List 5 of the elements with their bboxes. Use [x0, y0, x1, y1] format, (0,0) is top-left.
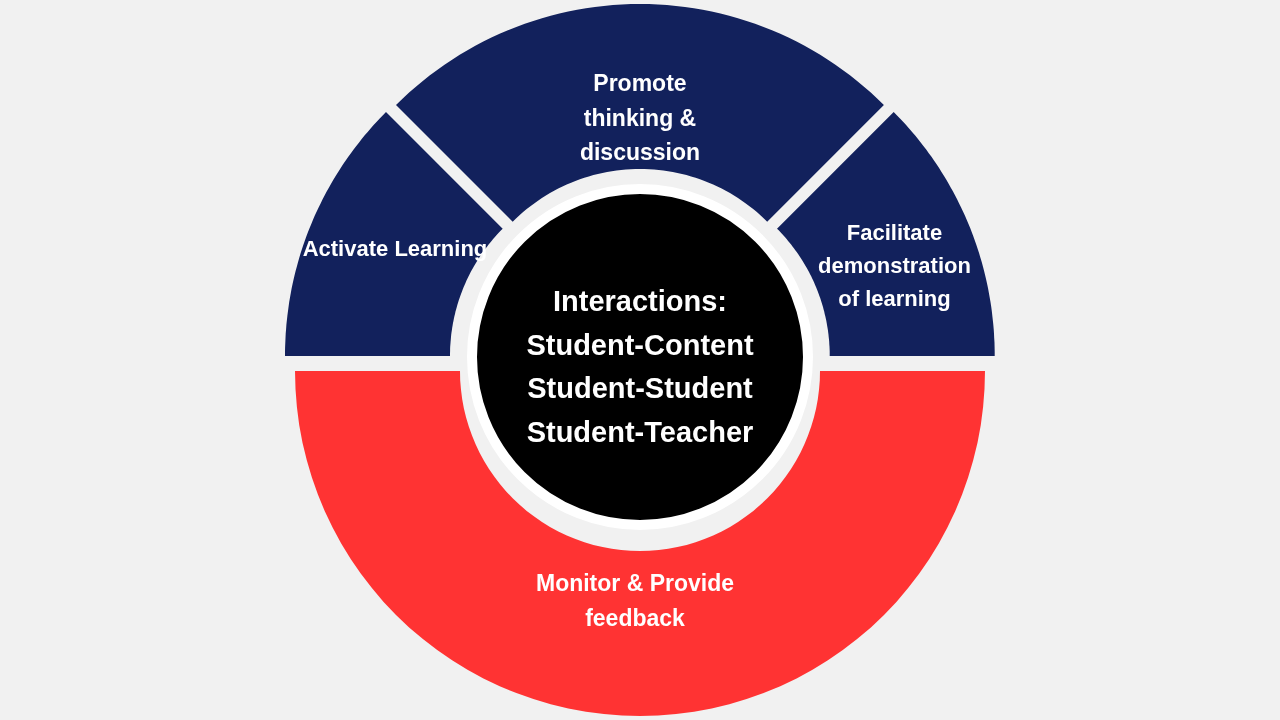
segment-label: Activate Learning: [301, 235, 489, 263]
segment-label: Facilitate demonstration of learning: [817, 219, 972, 313]
segment-label: Promote thinking & discussion: [578, 69, 702, 167]
segment-label: Monitor & Provide feedback: [534, 569, 736, 633]
center-heading: Interactions: Student-Content Student-Student Student-Teacher: [525, 284, 755, 450]
